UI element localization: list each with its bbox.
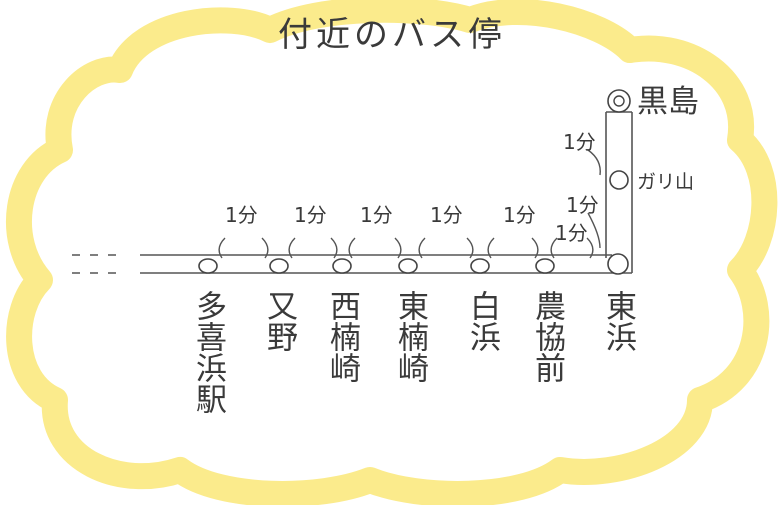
stop-label-shirahama: 白浜 xyxy=(464,290,500,352)
stop-label-nishi-kusunozaki: 西楠崎 xyxy=(324,290,361,383)
stop-marker-shirahama[interactable] xyxy=(470,258,490,274)
stop-label-garyuzan: ガリ山 xyxy=(637,171,694,193)
stop-label-tagi-hama-eki: 多喜浜駅 xyxy=(190,290,227,414)
stop-label-kuroshima: 黒島 xyxy=(637,84,699,120)
cloud-border xyxy=(6,0,778,505)
map-title: 付近のバス停 xyxy=(278,15,506,55)
segment-time-3: 1分 xyxy=(360,203,393,227)
stop-marker-nishi-kusunozaki[interactable] xyxy=(332,258,352,274)
stop-marker-tagi-hama-eki[interactable] xyxy=(198,258,218,274)
stop-marker-noukyou-mae[interactable] xyxy=(535,258,555,274)
stop-marker-garyuzan[interactable] xyxy=(609,170,629,190)
stop-marker-higashi-kusunozaki[interactable] xyxy=(398,258,418,274)
segment-time-8: 1分 xyxy=(563,130,596,154)
segment-time-6: 1分 xyxy=(555,221,588,245)
stop-label-mata-no: 又野 xyxy=(261,290,297,352)
stop-label-noukyou-mae: 農協前 xyxy=(529,290,565,383)
segment-time-4: 1分 xyxy=(430,203,463,227)
stop-marker-higashi-hama[interactable] xyxy=(607,253,629,275)
stop-marker-mata-no[interactable] xyxy=(269,258,289,274)
segment-time-1: 1分 xyxy=(225,203,258,227)
segment-time-5: 1分 xyxy=(503,203,536,227)
segment-time-2: 1分 xyxy=(294,203,327,227)
stop-label-higashi-kusunozaki: 東楠崎 xyxy=(392,290,429,383)
stop-marker-kuroshima-inner xyxy=(613,95,625,107)
segment-time-7: 1分 xyxy=(566,193,599,217)
stop-marker-kuroshima[interactable] xyxy=(607,89,631,113)
stop-label-higashi-hama: 東浜 xyxy=(600,290,636,352)
time-brackets xyxy=(218,149,601,259)
